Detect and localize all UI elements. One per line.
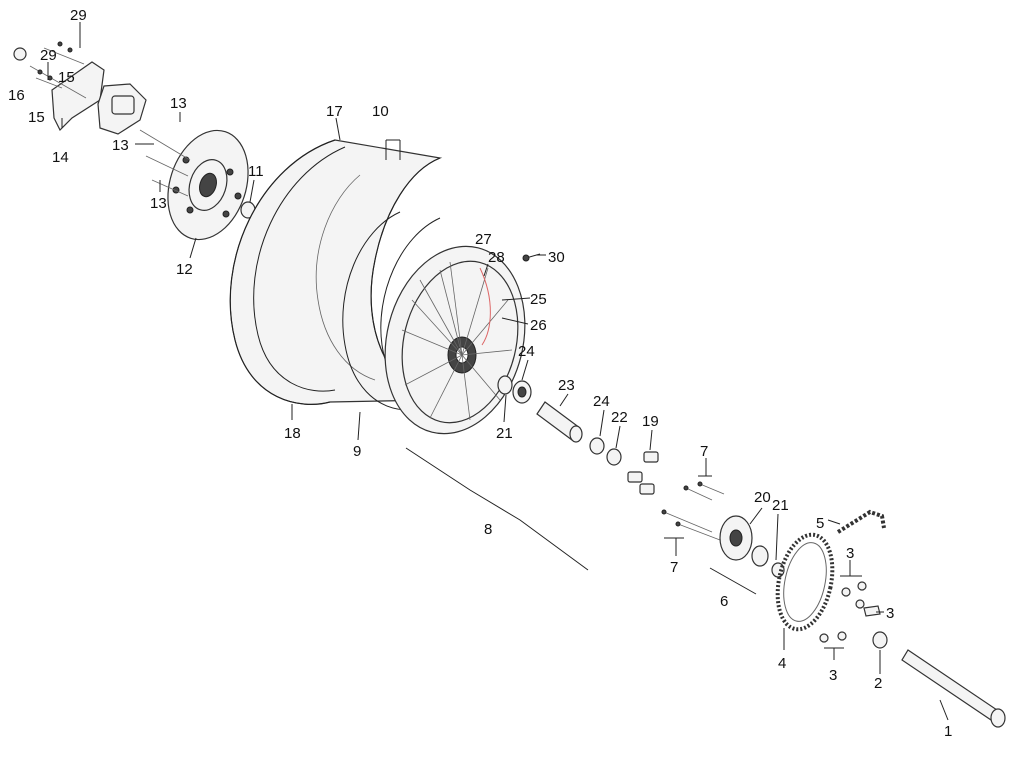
callout-16: 16 [8, 87, 25, 104]
callout-13: 13 [112, 137, 129, 154]
callout-28: 28 [488, 249, 505, 266]
axle [901, 649, 1006, 728]
axle-nut [872, 631, 888, 649]
callout-24: 24 [593, 393, 610, 410]
callout-13: 13 [170, 95, 187, 112]
callout-21: 21 [496, 425, 513, 442]
sprocket-bolts [661, 481, 725, 541]
callout-12: 12 [176, 261, 193, 278]
chain-segment [836, 509, 886, 534]
leader-lines [47, 22, 949, 721]
callout-30: 30 [548, 249, 565, 266]
callout-20: 20 [754, 489, 771, 506]
callout-9: 9 [353, 443, 361, 460]
callout-4: 4 [778, 655, 786, 672]
callout-7: 7 [670, 559, 678, 576]
sprocket-carrier [719, 515, 785, 578]
sprocket-nuts [819, 581, 881, 643]
callout-6: 6 [720, 593, 728, 610]
callout-22: 22 [611, 409, 628, 426]
callout-labels: 1 2 3 3 3 4 5 6 7 7 8 9 10 11 12 13 13 1… [8, 7, 952, 740]
valve [522, 253, 541, 262]
callout-11: 11 [248, 163, 264, 180]
callout-13: 13 [150, 195, 167, 212]
callout-3: 3 [829, 667, 837, 684]
brake-disc [139, 129, 249, 241]
tyre [229, 139, 443, 405]
bearing [497, 375, 513, 395]
callout-18: 18 [284, 425, 301, 442]
callout-8: 8 [484, 521, 492, 538]
callout-2: 2 [874, 675, 882, 692]
callout-15: 15 [58, 69, 75, 86]
brake-caliper-assembly [13, 41, 147, 135]
callout-10: 10 [372, 103, 389, 120]
callout-26: 26 [530, 317, 547, 334]
callout-23: 23 [558, 377, 575, 394]
callout-14: 14 [52, 149, 69, 166]
spoked-wheel [384, 245, 526, 435]
callout-1: 1 [944, 723, 952, 740]
callout-19: 19 [642, 413, 659, 430]
callout-3: 3 [886, 605, 894, 622]
callout-29: 29 [70, 7, 87, 24]
callout-15: 15 [28, 109, 45, 126]
callout-3: 3 [846, 545, 854, 562]
spacer-tube [536, 401, 583, 443]
callout-21: 21 [772, 497, 789, 514]
callout-27: 27 [475, 231, 492, 248]
cush-drive-dampers [627, 451, 659, 495]
callout-25: 25 [530, 291, 547, 308]
callout-17: 17 [326, 103, 343, 120]
callout-7: 7 [700, 443, 708, 460]
callout-29: 29 [40, 47, 57, 64]
callout-5: 5 [816, 515, 824, 532]
sprocket [775, 532, 835, 632]
callout-24: 24 [518, 343, 535, 360]
